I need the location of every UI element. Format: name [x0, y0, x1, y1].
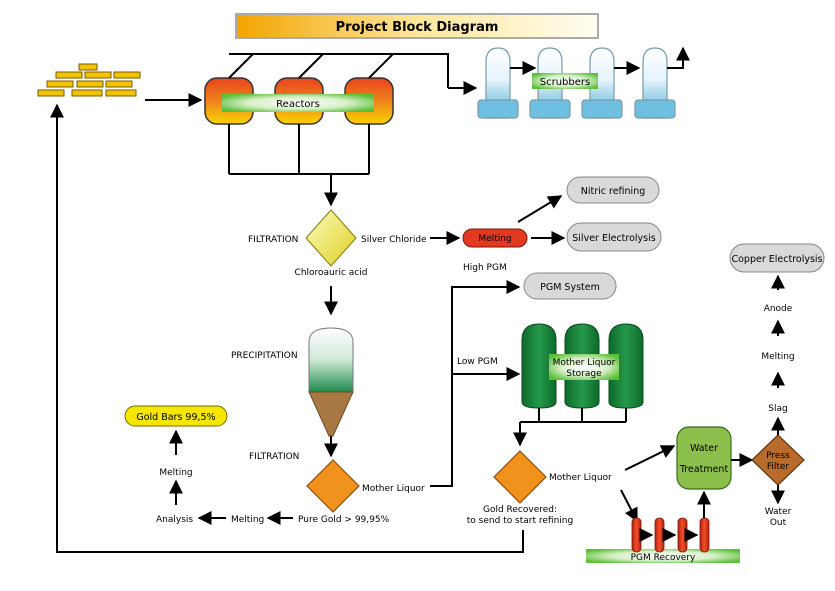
mother-liquor-1-label: Mother Liquor	[362, 484, 425, 494]
precipitation-label: PRECIPITATION	[231, 351, 298, 361]
low-pgm-label: Low PGM	[457, 357, 498, 367]
anode-label: Anode	[764, 304, 793, 314]
precipitation-vessel	[308, 327, 354, 437]
chloroauric-acid-label: Chloroauric acid	[295, 268, 368, 278]
mother-liquor-2-label: Mother Liquor	[549, 473, 612, 483]
mls-label-2: Storage	[566, 369, 602, 379]
title-box: Project Block Diagram	[235, 13, 599, 39]
pgm-recovery-unit: PGM Recovery	[586, 490, 740, 563]
melting-3-label: Melting	[761, 352, 794, 362]
gold-pile-icon	[37, 63, 141, 97]
gold-recovered-2: to send to start refining	[467, 516, 573, 526]
gold-recovered-1: Gold Recovered:	[483, 505, 557, 515]
press-filter-2: Filter	[767, 462, 790, 472]
pure-gold-label: Pure Gold > 99,95%	[298, 515, 390, 525]
high-pgm-label: High PGM	[463, 263, 507, 273]
page-title: Project Block Diagram	[336, 20, 499, 35]
filtration-diamond-2	[306, 459, 360, 513]
melting-1-label: Melting	[231, 515, 264, 525]
filtration-diamond-1	[305, 209, 357, 267]
press-filter-1: Press	[766, 451, 790, 461]
pgm-system-box	[523, 272, 617, 300]
pgm-recovery-label: PGM Recovery	[631, 553, 696, 563]
mls-label-1: Mother Liquor	[553, 358, 616, 368]
filtration-2-label: FILTRATION	[249, 452, 299, 462]
gold-bars-label: Gold Bars 99,5%	[136, 412, 215, 423]
scrubbers-label: Scrubbers	[540, 77, 590, 88]
water-out-2: Out	[770, 518, 787, 528]
scrubbers: Scrubbers	[477, 47, 676, 119]
melting-2-label: Melting	[159, 468, 192, 478]
analysis-label: Analysis	[156, 515, 193, 525]
mother-liquor-storage: Mother Liquor Storage	[521, 323, 644, 409]
silver-electrolysis-box	[566, 222, 662, 252]
silver-electrolysis-label: Silver Electrolysis	[572, 233, 655, 244]
reactors: Reactors	[204, 77, 394, 125]
copper-electrolysis-box	[729, 243, 825, 273]
filtration-1-label: FILTRATION	[248, 235, 298, 245]
water-treatment-box	[676, 426, 732, 490]
gold-bars-box	[124, 405, 228, 427]
slag-label: Slag	[768, 404, 787, 414]
melting-pill	[462, 228, 528, 248]
water-treatment-1: Water	[690, 443, 718, 454]
melting-red-label: Melting	[478, 234, 511, 244]
pgm-system-label: PGM System	[540, 282, 600, 293]
copper-electrolysis-label: Copper Electrolysis	[731, 254, 822, 265]
reactors-label: Reactors	[276, 99, 320, 110]
nitric-refining-box	[566, 176, 660, 204]
nitric-refining-label: Nitric refining	[581, 186, 646, 197]
silver-chloride-label: Silver Chloride	[361, 235, 427, 245]
water-out-1: Water	[765, 507, 792, 517]
water-treatment-2: Treatment	[679, 464, 729, 475]
gold-recovered-diamond	[493, 450, 547, 504]
